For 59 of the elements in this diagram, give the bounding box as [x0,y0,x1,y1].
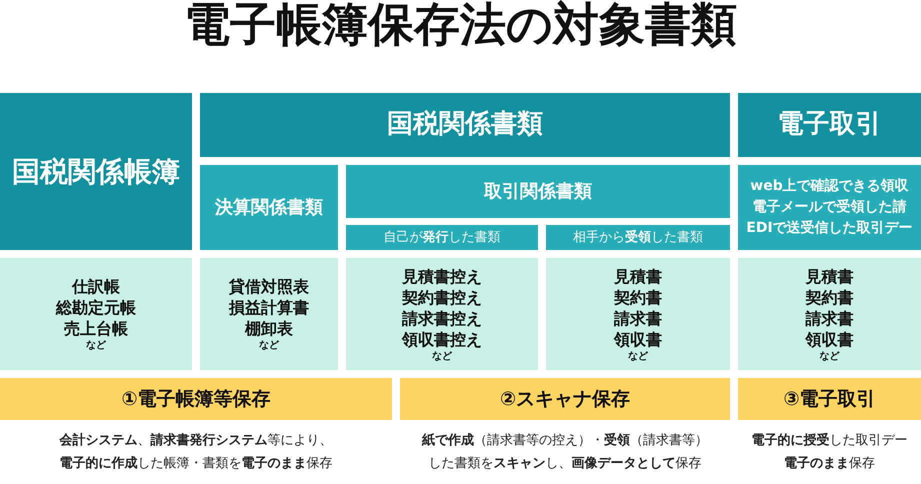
description-text: した書類をスキャンし、画像データとして保存 [428,455,702,473]
note-text: など [432,350,452,362]
header-text: 取引関係書類 [484,180,592,202]
description-text: 会計システム、請求書発行システム等により、 [58,432,334,450]
description-text: 電子的に授受した取引デー [750,432,908,450]
storage-method-banner [400,378,730,420]
document-name: 契約書控え [402,286,482,308]
document-list-panel [200,258,338,370]
category-header [738,93,921,157]
header-text: 国税関係書類 [387,109,543,141]
document-name: 総勘定元帳 [56,297,136,318]
note-text: など [86,339,106,352]
document-name: 見積書 [614,266,662,286]
note-text: など [820,350,840,362]
header-text: ①電子帳簿等保存 [121,388,271,410]
description-line: EDIで送受信した取引デー [746,219,913,238]
document-list-panel [346,258,538,370]
header-text: 自己が発行した書類 [384,230,500,246]
document-name: 請求書 [614,308,662,328]
header-text: 電子取引 [778,109,882,141]
note-text: など [259,339,279,352]
note-text: など [628,350,648,362]
subcategory-header [546,225,730,250]
description-panel [738,165,921,250]
subcategory-header [346,225,538,250]
subcategory-header [200,165,338,250]
storage-method-banner [0,378,392,420]
document-name: 契約書 [806,286,854,308]
header-text: ③電子取引 [783,388,876,410]
document-name: 見積書 [806,266,854,286]
document-name: 損益計算書 [229,297,309,318]
document-name: 請求書控え [402,308,482,328]
document-name: 売上台帳 [64,318,128,339]
description-text: 紙で作成（請求書等の控え）・受領（請求書等） [420,432,709,450]
document-list-panel [546,258,730,370]
document-name: 請求書 [806,308,854,328]
storage-method-banner [738,378,921,420]
document-name: 領収書 [614,328,662,350]
description-line: 電子メールで受領した請 [752,198,906,217]
header-text: 国税関係帳簿 [12,154,180,188]
document-list-panel [0,258,192,370]
description-text: 電子のまま保存 [783,455,876,473]
header-text: 決算関係書類 [215,196,323,218]
document-name: 契約書 [614,286,662,308]
description-text: 電子的に作成した帳簿・書類を電子のまま保存 [58,455,334,473]
category-header [200,93,730,157]
subcategory-header [346,165,730,218]
category-header [0,93,192,250]
description-line: web上で確認できる領収 [750,177,909,196]
page-title: 電子帳簿保存法の対象書類 [183,0,738,53]
document-name: 棚卸表 [245,318,293,339]
header-text: ②スキャナ保存 [500,388,630,410]
document-list-panel [738,258,921,370]
document-name: 領収書 [806,328,854,350]
header-text: 相手から受領した書類 [573,230,703,246]
document-name: 仕訳帳 [72,276,120,297]
document-name: 見積書控え [402,266,482,286]
document-name: 貸借対照表 [229,276,309,297]
document-name: 領収書控え [402,328,482,350]
